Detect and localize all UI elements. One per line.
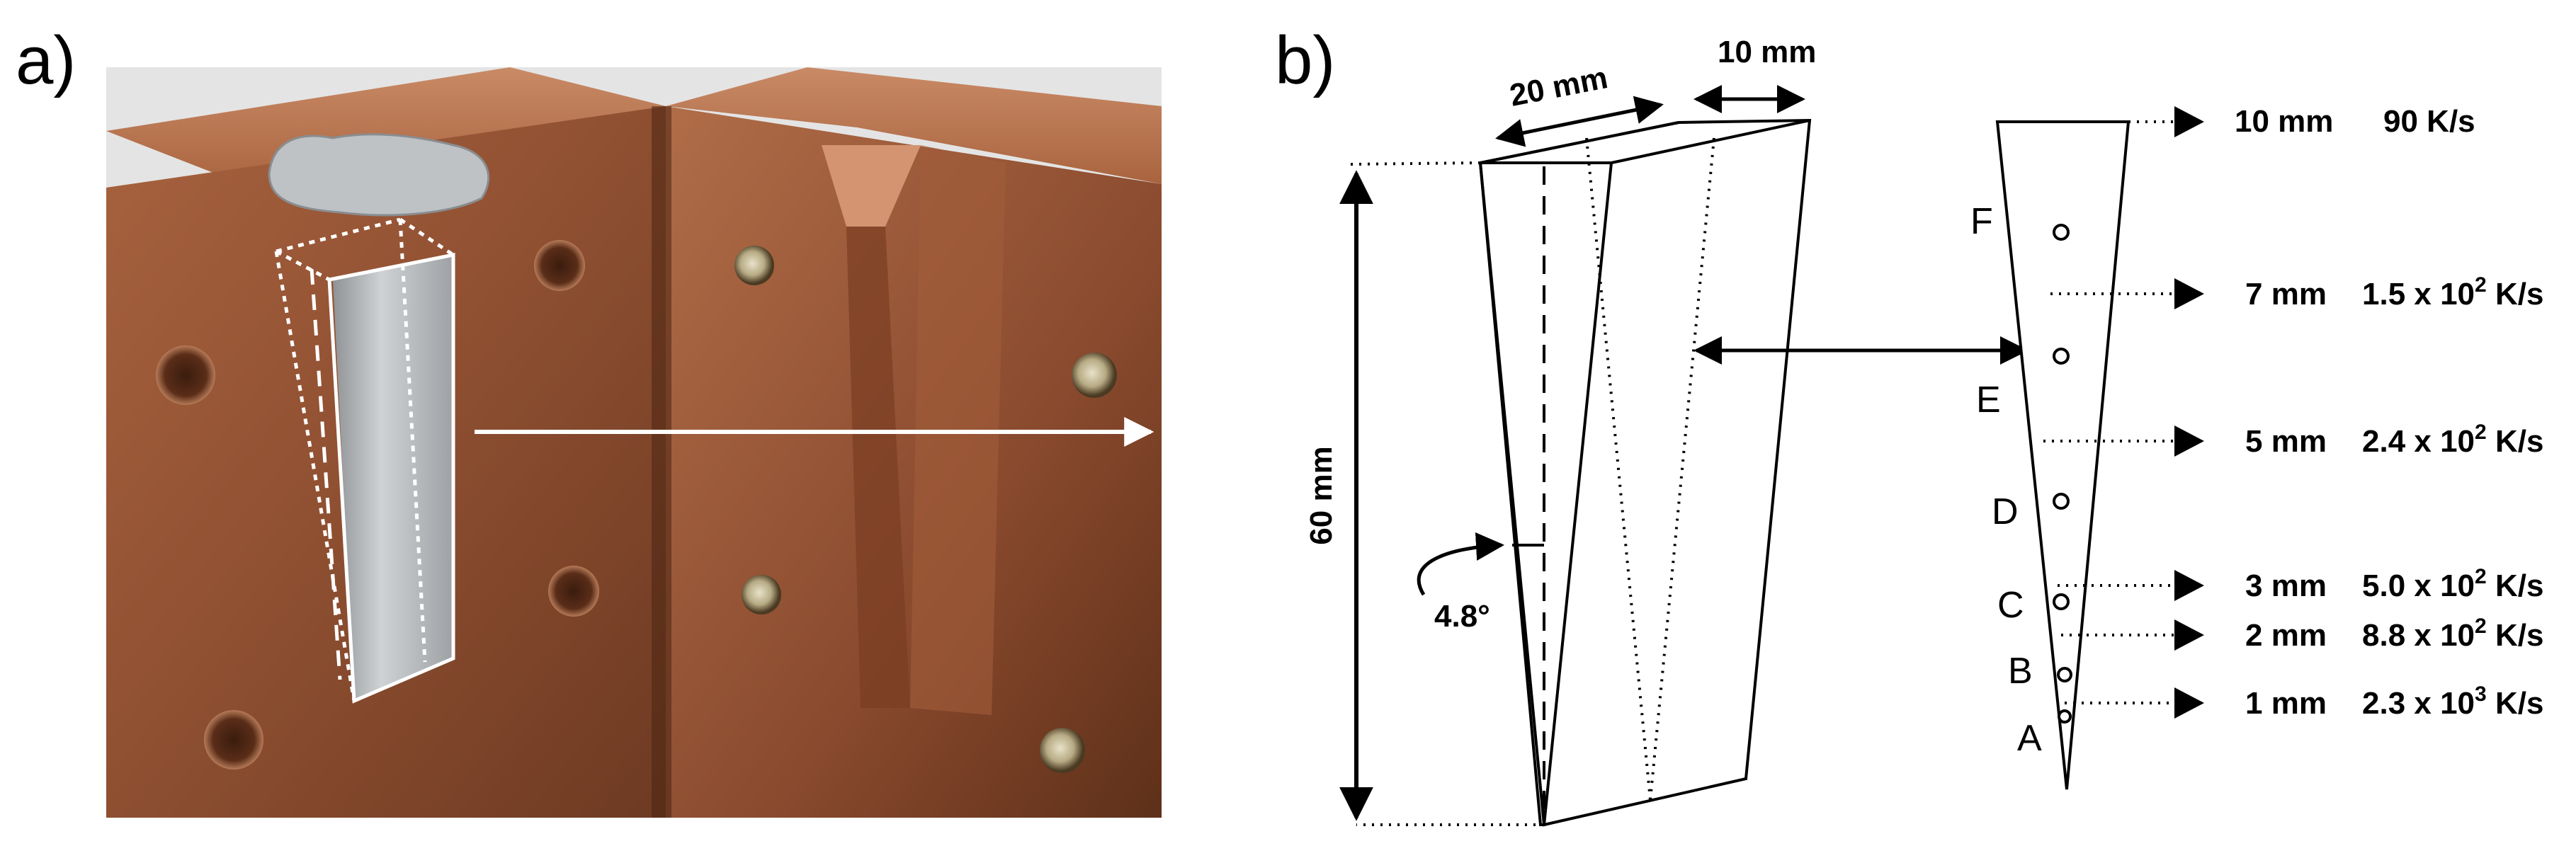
cooling-rate: 2.4 x 102 K/s [2362, 421, 2543, 459]
point-d-marker [2053, 493, 2070, 510]
mold-right-top [666, 67, 1162, 184]
mold-right-face [666, 106, 1162, 818]
angle-label: 4.8° [1434, 599, 1490, 634]
thickness-label: 10 mm [1718, 35, 1816, 69]
cavity-top [822, 145, 921, 227]
section-triangle [1995, 120, 2130, 790]
point-c-marker [2053, 593, 2070, 610]
point-label: F [1970, 201, 1993, 242]
mold-left-top [106, 67, 666, 188]
point-label: D [1992, 491, 2019, 532]
pin [734, 246, 774, 285]
section-labels: 10 mm 90 K/s 7 mm 1.5 x 102 K/s 5 mm 2.4… [2235, 104, 2543, 721]
section-thickness: 1 mm [2245, 686, 2327, 721]
point-label: B [2008, 651, 2033, 692]
point-b-marker [2057, 667, 2072, 682]
cavity-wedge [846, 227, 910, 708]
pin [742, 575, 781, 615]
bolt-hole [534, 240, 585, 291]
level-arrowheads [2174, 106, 2204, 719]
cooling-rate: 5.0 x 102 K/s [2362, 565, 2543, 603]
bolt-hole [156, 345, 215, 405]
level-lines [2043, 120, 2178, 704]
width-label: 20 mm [1507, 60, 1611, 113]
mold-photo [106, 67, 1162, 818]
point-label: E [1976, 379, 2001, 421]
section-thickness: 7 mm [2245, 277, 2327, 311]
wedge-front-face [1478, 161, 1613, 826]
cooling-rate: 90 K/s [2383, 104, 2475, 139]
cooling-rate: 1.5 x 102 K/s [2362, 273, 2543, 311]
wedge-outline [274, 217, 455, 704]
bolt-hole [204, 710, 263, 770]
casting-riser [268, 133, 490, 217]
section-thickness: 10 mm [2235, 104, 2333, 139]
panel-b-label: b) [1275, 23, 1335, 98]
section-thickness: 5 mm [2245, 424, 2327, 459]
point-f-marker [2053, 224, 2070, 241]
cooling-rate: 8.8 x 102 K/s [2362, 615, 2543, 653]
point-label: C [1997, 585, 2024, 626]
point-a-marker [2058, 709, 2072, 724]
sample-points [2053, 224, 2072, 724]
pin [1040, 728, 1085, 773]
pin [1072, 353, 1117, 398]
casting-wedge [333, 255, 453, 701]
height-label: 60 mm [1304, 446, 1339, 544]
hidden-edges [1349, 137, 1715, 826]
point-e-marker [2053, 348, 2070, 365]
cooling-rate: 2.3 x 103 K/s [2362, 682, 2543, 721]
section-thickness: 3 mm [2245, 568, 2327, 603]
point-label: A [2017, 718, 2042, 759]
wedge-schematic: 60 mm 20 mm 10 mm 4.8° [1304, 35, 2029, 827]
section-thickness: 2 mm [2245, 618, 2327, 653]
cross-section: F E D C B A 10 mm 90 K/s 7 mm 1.5 [1970, 104, 2543, 790]
bolt-hole [548, 566, 599, 617]
angle-arc [1417, 532, 1504, 596]
mold-seam [652, 106, 671, 818]
width-dimension [1495, 96, 1664, 147]
panel-a-label: a) [16, 23, 76, 98]
